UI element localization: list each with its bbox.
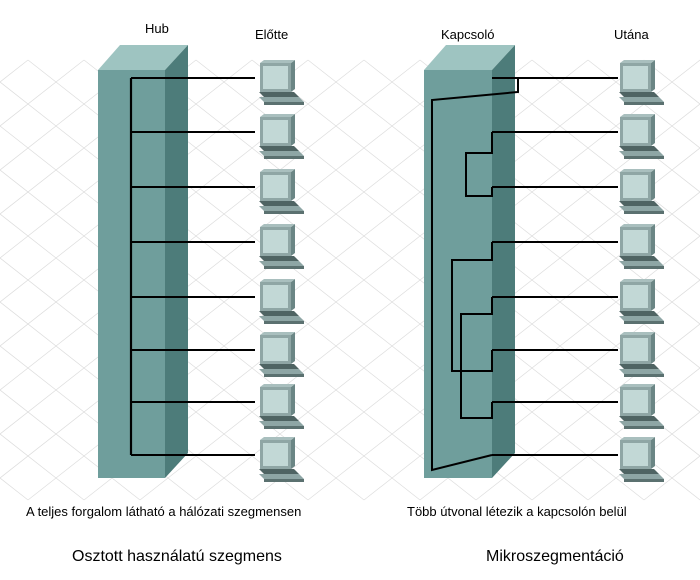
grid-line <box>0 59 29 83</box>
grid-line <box>307 59 700 369</box>
grid-line <box>0 59 477 435</box>
after-label: Utána <box>614 27 649 42</box>
hub-label: Hub <box>145 21 169 36</box>
computer-icon <box>259 279 304 324</box>
switch-internal-path <box>431 77 519 472</box>
hub-top <box>98 45 188 70</box>
computer-icon <box>619 279 664 324</box>
grid-line <box>475 323 700 501</box>
before-label: Előtte <box>255 27 289 42</box>
switch-label: Kapcsoló <box>441 27 495 42</box>
switch-device <box>424 45 515 478</box>
microsegmentation-title: Mikroszegmentáció <box>486 548 624 565</box>
switch-side <box>492 45 515 478</box>
computer-icon <box>259 224 304 269</box>
grid-line <box>475 59 700 237</box>
grid-line <box>0 389 141 501</box>
computer-icon <box>259 437 304 482</box>
grid-line <box>139 59 700 501</box>
computer-icon <box>619 384 664 429</box>
grid-line <box>587 59 700 149</box>
grid-line <box>0 433 85 501</box>
grid-line <box>0 59 141 171</box>
grid-line <box>0 59 85 127</box>
switch-top <box>424 45 515 70</box>
computer-icon <box>259 384 304 429</box>
computers-after <box>619 60 664 482</box>
hub-side <box>165 45 188 478</box>
hub-device <box>98 45 188 478</box>
computer-icon <box>619 114 664 159</box>
grid-line <box>0 257 309 501</box>
computer-icon <box>259 60 304 105</box>
switch-caption: Több útvonal létezik a kapcsolón belül <box>407 504 627 519</box>
grid-line <box>251 59 700 413</box>
grid-line <box>587 411 700 501</box>
computer-icon <box>259 114 304 159</box>
computer-icon <box>259 332 304 377</box>
computers-before <box>259 60 304 482</box>
hub-wiring <box>129 77 255 456</box>
grid-line <box>0 477 29 501</box>
computer-icon <box>619 437 664 482</box>
shared-segment-title: Osztott használatú szegmens <box>72 548 282 565</box>
computer-icon <box>259 169 304 214</box>
computer-icon <box>619 60 664 105</box>
switch-internal-path <box>451 242 493 372</box>
grid-line <box>0 59 421 391</box>
switch-front <box>424 70 492 478</box>
grid-line <box>0 125 477 501</box>
computer-icon <box>619 169 664 214</box>
switch-internal-path <box>465 132 493 197</box>
switch-wiring <box>431 77 618 472</box>
hub-caption: A teljes forgalom látható a hálózati sze… <box>26 504 302 519</box>
grid-line <box>0 169 421 501</box>
switch-internal-path <box>460 297 493 419</box>
computer-icon <box>619 332 664 377</box>
